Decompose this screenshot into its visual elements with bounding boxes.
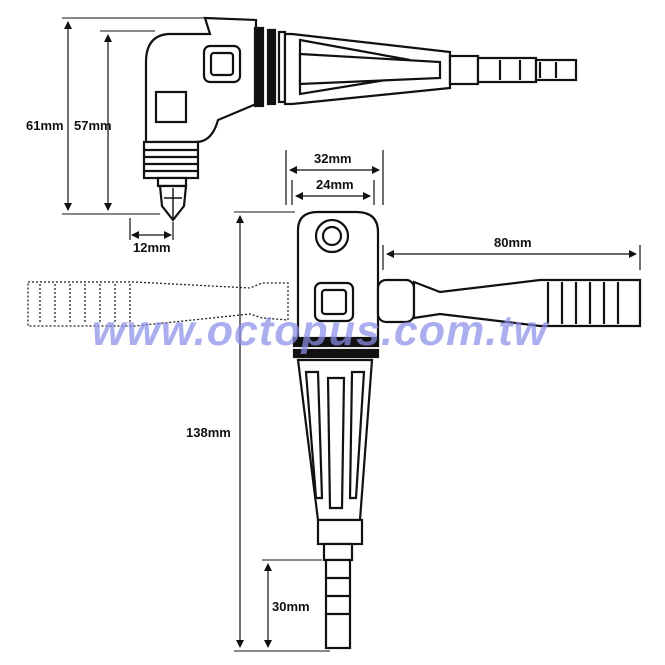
dim-height-body: 57mm bbox=[74, 118, 112, 133]
side-dim-lines bbox=[64, 21, 174, 240]
front-view bbox=[234, 210, 642, 652]
dim-head-inner: 24mm bbox=[316, 177, 354, 192]
side-chuck bbox=[142, 140, 200, 180]
front-shank bbox=[324, 558, 352, 650]
side-view bbox=[62, 16, 578, 222]
dim-total-length: 138mm bbox=[186, 425, 231, 440]
dim-shank-length: 30mm bbox=[272, 599, 310, 614]
dim-head-outer: 32mm bbox=[314, 151, 352, 166]
dim-bit-width: 12mm bbox=[133, 240, 171, 255]
watermark: www.octopus.com.tw bbox=[92, 307, 550, 355]
lower-socket bbox=[154, 90, 188, 124]
side-shank bbox=[448, 54, 480, 86]
front-dim-lines bbox=[236, 150, 641, 648]
ghost-handle bbox=[27, 281, 289, 327]
dim-handle-length: 80mm bbox=[494, 235, 532, 250]
dim-height-overall: 61mm bbox=[26, 118, 64, 133]
t-handle bbox=[412, 278, 642, 328]
